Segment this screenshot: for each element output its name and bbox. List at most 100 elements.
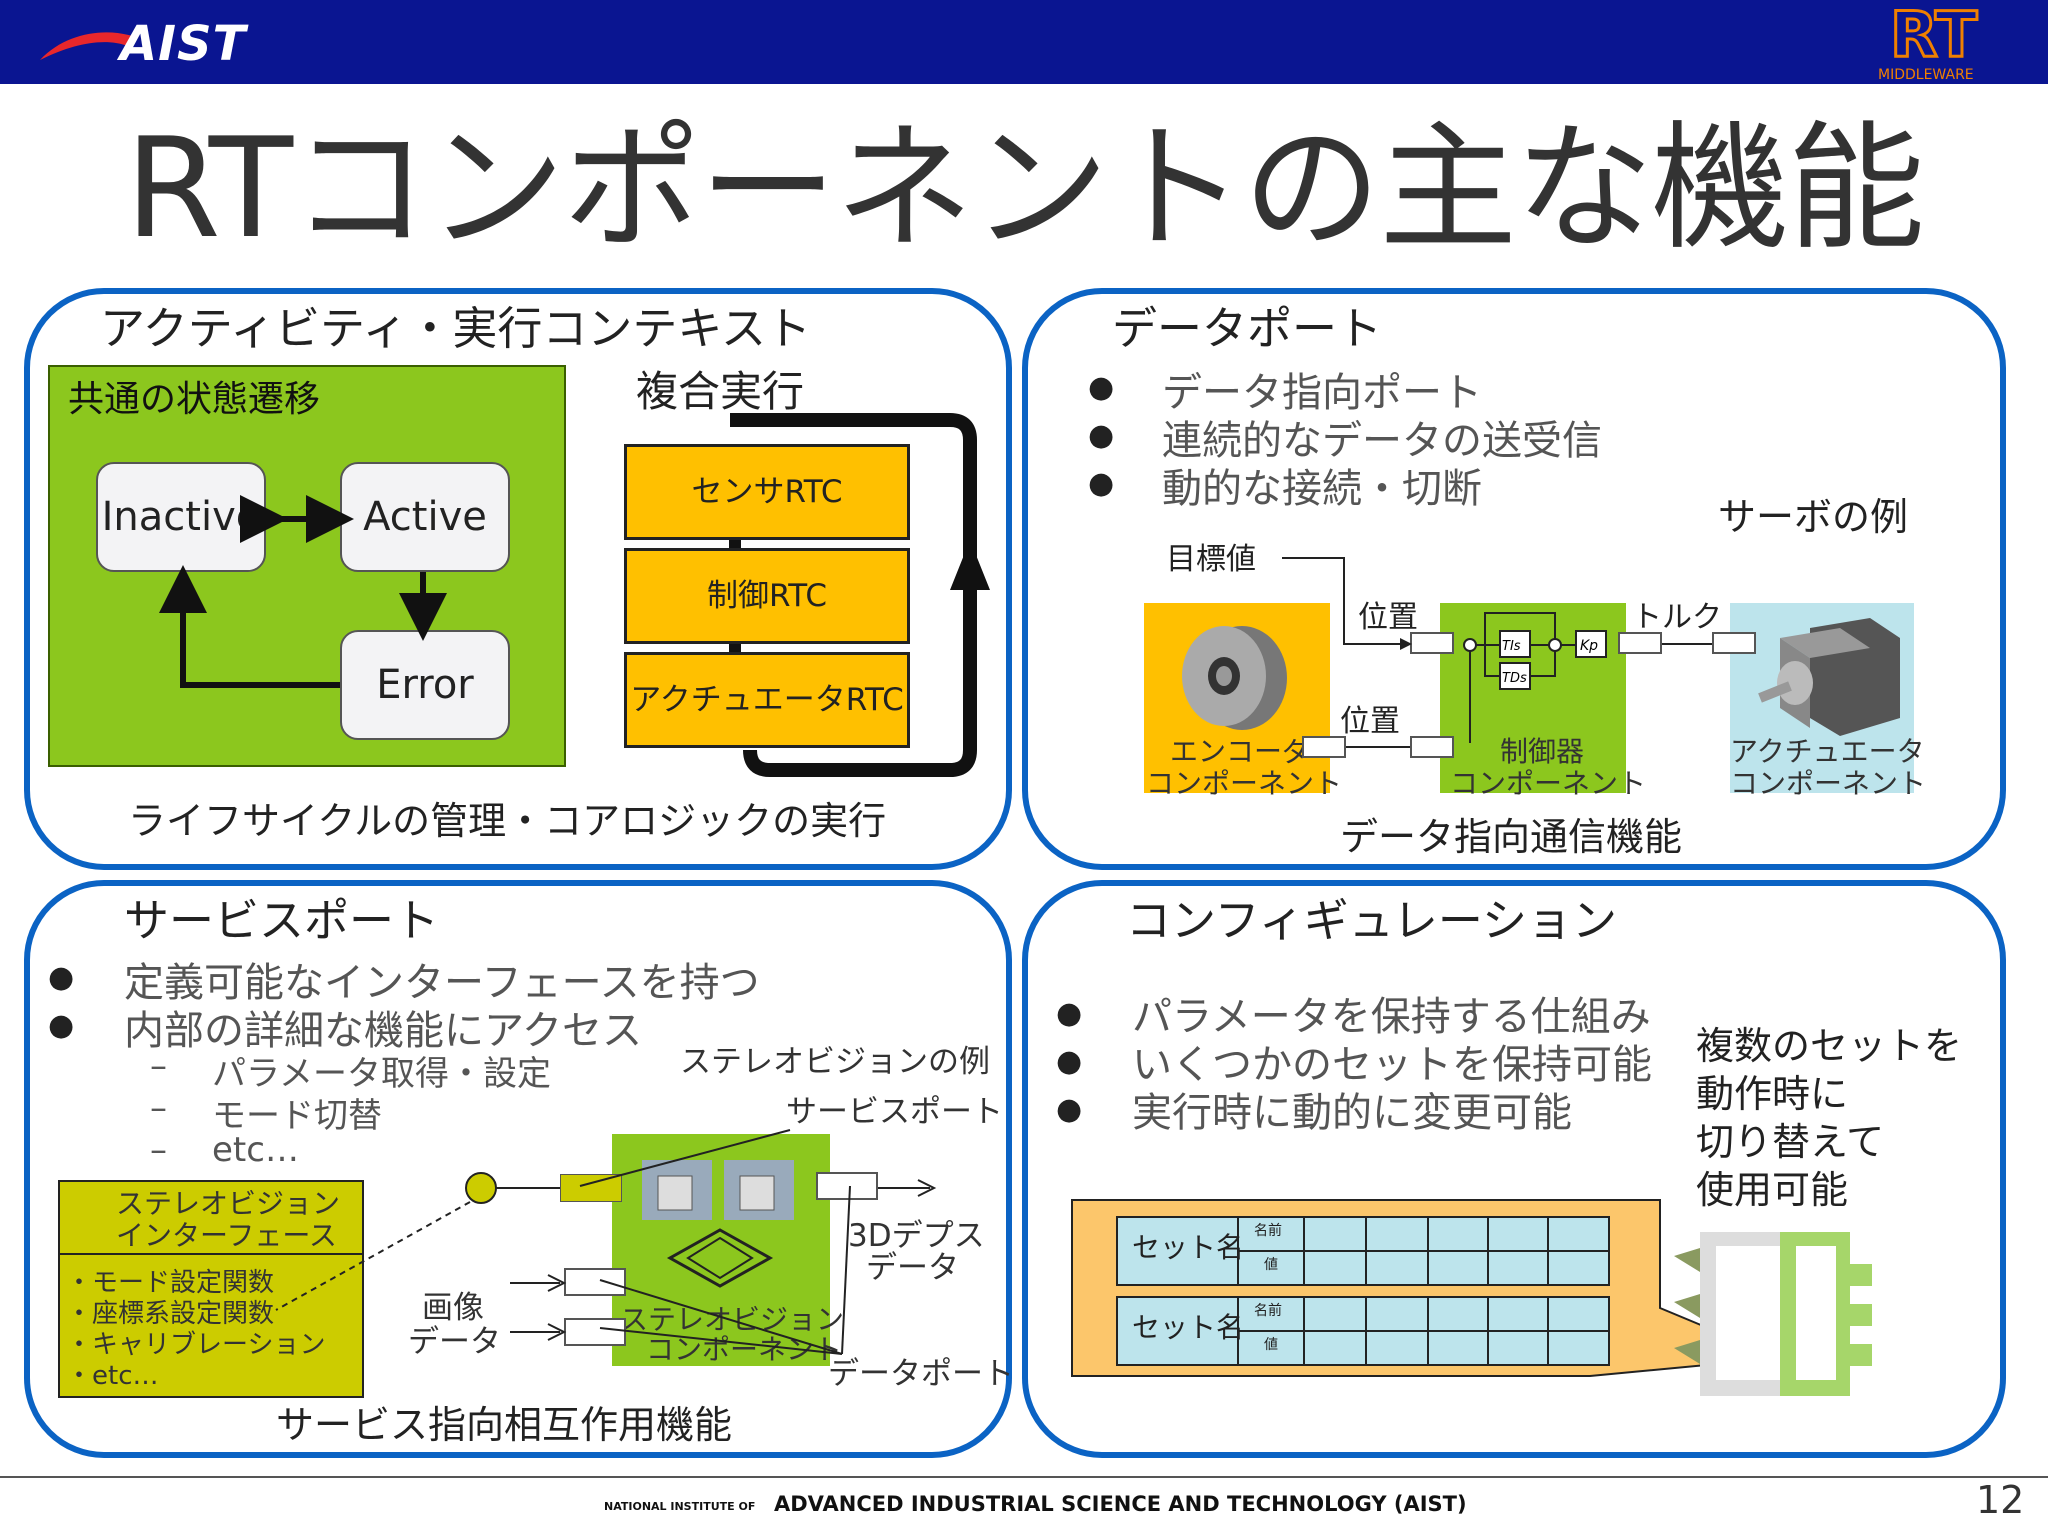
rt-logo-text: RT xyxy=(1890,0,1977,71)
iface-item-2: ・座標系設定関数 xyxy=(66,1299,275,1329)
set-2-name-label: 名前 xyxy=(1254,1303,1282,1319)
dataport-bullet-1: データ指向ポート xyxy=(1162,370,1482,416)
config-bullet-1: パラメータを保持する仕組み xyxy=(1132,994,1651,1040)
state-title: 共通の状態遷移 xyxy=(68,379,321,420)
footer-org-small: NATIONAL INSTITUTE OF xyxy=(604,1500,756,1513)
depth-label-2: データ xyxy=(866,1250,959,1286)
service-port-label: サービスポート xyxy=(786,1094,1003,1130)
side-line-3: 切り替えて xyxy=(1696,1120,1885,1164)
iface-item-3: ・キャリブレーション xyxy=(66,1330,326,1360)
panel-dataport-title: データポート xyxy=(1112,302,1383,355)
rt-middleware-logo: RT MIDDLEWARE xyxy=(1872,0,2012,84)
iface-title-1: ステレオビジョン xyxy=(116,1187,341,1220)
set-2-value-label: 値 xyxy=(1264,1337,1278,1353)
actuator-label-2: コンポーネント xyxy=(1730,767,1927,800)
servo-connectors xyxy=(1282,557,1712,748)
set-name-1: セット名 xyxy=(1132,1231,1245,1264)
torque-label: トルク xyxy=(1632,600,1722,635)
encoder-image-icon xyxy=(1182,626,1287,730)
state-inactive: Inactive xyxy=(96,462,266,572)
config-grid-lines xyxy=(1237,1216,1610,1366)
encoder-label-1: エンコーダ xyxy=(1170,735,1311,768)
motor-image-icon xyxy=(1758,618,1900,736)
serviceport-bullet-1: 定義可能なインターフェースを持つ xyxy=(124,960,760,1006)
td-text: TDs xyxy=(1502,671,1527,686)
side-line-2: 動作時に xyxy=(1696,1072,1849,1116)
image-label-2: データ xyxy=(408,1324,501,1360)
aist-logo: AIST xyxy=(120,16,247,72)
stereo-camera-icon xyxy=(642,1160,794,1288)
target-label: 目標値 xyxy=(1166,542,1256,577)
set-name-2: セット名 xyxy=(1132,1311,1245,1344)
rt-component-icon xyxy=(1674,1232,1872,1396)
data-port-label: データポート xyxy=(828,1356,1014,1392)
side-line-4: 使用可能 xyxy=(1696,1168,1849,1212)
page-title: RTコンポーネントの主な機能 xyxy=(124,108,1925,269)
actuator-label-1: アクチュエータ xyxy=(1730,735,1925,768)
header-bar xyxy=(0,0,2048,84)
bullet-dot: ● xyxy=(48,1008,75,1043)
config-bullet-3: 実行時に動的に変更可能 xyxy=(1132,1090,1572,1136)
bullet-dot: ● xyxy=(1088,370,1115,405)
encoder-label-2: コンポーネント xyxy=(1146,767,1343,800)
position-label-1: 位置 xyxy=(1358,600,1418,635)
position-label-2: 位置 xyxy=(1340,704,1400,739)
page-number: 12 xyxy=(1976,1478,2025,1522)
image-in-port-1 xyxy=(564,1268,626,1296)
panel-dataport-caption: データ指向通信機能 xyxy=(1340,815,1683,859)
depth-out-port xyxy=(816,1172,878,1200)
config-side-note: 複数のセットを 動作時に 切り替えて 使用可能 xyxy=(1696,1022,1962,1214)
set-1-value-label: 値 xyxy=(1264,1257,1278,1273)
sub-dash: – xyxy=(150,1130,167,1170)
interface-divider xyxy=(58,1253,364,1255)
iface-title-2: インターフェース xyxy=(116,1219,337,1252)
state-active: Active xyxy=(340,462,510,572)
depth-label-1: 3Dデプス xyxy=(848,1218,985,1254)
image-in-port-2 xyxy=(564,1318,626,1346)
controller-in-port xyxy=(1410,632,1454,654)
controller-out-port xyxy=(1618,632,1662,654)
rtc-control: 制御RTC xyxy=(624,548,910,644)
footer-org: ADVANCED INDUSTRIAL SCIENCE AND TECHNOLO… xyxy=(774,1492,1467,1516)
panel-serviceport-title: サービスポート xyxy=(124,894,440,947)
bullet-dot: ● xyxy=(1056,1092,1083,1127)
stereo-title: ステレオビジョンの例 xyxy=(680,1044,990,1080)
encoder-out-port xyxy=(1302,736,1346,758)
dataport-bullet-3: 動的な接続・切断 xyxy=(1162,466,1482,512)
bullet-dot: ● xyxy=(1088,418,1115,453)
bullet-dot: ● xyxy=(1056,1044,1083,1079)
bullet-dot: ● xyxy=(48,960,75,995)
side-line-1: 複数のセットを xyxy=(1696,1024,1963,1068)
panel-configuration-title: コンフィギュレーション xyxy=(1126,894,1617,947)
servo-title: サーボの例 xyxy=(1718,495,1909,539)
set-1-name-label: 名前 xyxy=(1254,1223,1282,1239)
state-error: Error xyxy=(340,630,510,740)
panel-activity-title: アクティビティ・実行コンテキスト xyxy=(100,302,812,355)
sub-dash: – xyxy=(150,1046,167,1086)
serviceport-bullet-2: 内部の詳細な機能にアクセス xyxy=(124,1008,642,1054)
kp-text: Kp xyxy=(1580,638,1598,654)
panel-activity-caption: ライフサイクルの管理・コアロジックの実行 xyxy=(128,799,887,843)
controller-block-diagram: TIs TDs Kp xyxy=(1463,612,1607,743)
controller-label-1: 制御器 xyxy=(1500,735,1585,768)
sub-dash: – xyxy=(150,1088,167,1128)
rtc-actuator: アクチュエータRTC xyxy=(624,652,910,748)
iface-item-4: ・etc… xyxy=(66,1361,159,1391)
image-label-1: 画像 xyxy=(422,1290,484,1326)
dataport-bullet-2: 連続的なデータの送受信 xyxy=(1162,418,1602,464)
footer-divider xyxy=(0,1476,2048,1478)
state-transition-arrows xyxy=(159,495,447,688)
controller-feedback-port xyxy=(1410,736,1454,758)
service-port-box xyxy=(560,1174,622,1202)
stereo-connectors xyxy=(275,1129,937,1355)
composite-title: 複合実行 xyxy=(636,367,805,416)
aist-swoosh-icon xyxy=(40,32,132,60)
rt-logo-sub: MIDDLEWARE xyxy=(1878,67,1974,83)
controller-label-2: コンポーネント xyxy=(1450,767,1647,800)
serviceport-sub-2: モード切替 xyxy=(212,1096,382,1136)
ti-text: TIs xyxy=(1502,639,1521,654)
bullet-dot: ● xyxy=(1088,466,1115,501)
iface-item-1: ・モード設定関数 xyxy=(66,1268,275,1298)
serviceport-sub-1: パラメータ取得・設定 xyxy=(212,1054,551,1094)
bullet-dot: ● xyxy=(1056,996,1083,1031)
